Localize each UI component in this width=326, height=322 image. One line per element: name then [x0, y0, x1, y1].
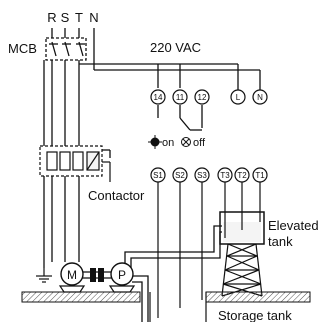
storage-tank-label: Storage tank [218, 308, 292, 322]
terminal-t2: T2 [237, 171, 247, 180]
phase-label-n: N [89, 10, 98, 25]
terminal-n: N [257, 93, 263, 102]
terminal-12: 12 [198, 93, 207, 102]
terminal-l: L [236, 93, 241, 102]
shaft-coupling-2 [98, 268, 104, 282]
terminal-11: 11 [176, 93, 185, 102]
terminal-t3: T3 [220, 171, 230, 180]
indicator-lamp-off-icon [181, 137, 191, 147]
on-label: on [162, 137, 174, 149]
contactor-label: Contactor [88, 188, 145, 203]
terminal-s2: S2 [175, 171, 185, 180]
elevated-tank-label-line2: tank [268, 234, 293, 249]
phase-label-s: S [61, 10, 70, 25]
indicator-lamp-on-icon [148, 135, 162, 149]
elevated-tank [219, 210, 265, 297]
motor-label: M [67, 268, 77, 282]
probe-wires [157, 182, 261, 318]
phase-label-t: T [75, 10, 83, 25]
pump: P [108, 262, 136, 293]
motor: M [58, 262, 86, 293]
phase-label-r: R [47, 10, 56, 25]
off-label: off [193, 137, 206, 149]
shaft-coupling [90, 268, 96, 282]
relay-terminals: 14 11 12 L N [150, 89, 268, 105]
supply-voltage-label: 220 VAC [150, 40, 201, 55]
terminal-14: 14 [154, 93, 163, 102]
ground-icon [36, 268, 52, 283]
pump-label: P [118, 268, 126, 282]
sensor-terminals: S1 S2 S3 T3 T2 T1 [150, 167, 268, 183]
terminal-s1: S1 [153, 171, 163, 180]
ground-slab [21, 291, 311, 322]
terminal-t1: T1 [255, 171, 265, 180]
mcb-label: MCB [8, 41, 37, 56]
tank-tower [221, 243, 263, 297]
contactor-block [39, 145, 103, 177]
elevated-tank-label-line1: Elevated [268, 218, 319, 233]
terminal-s3: S3 [197, 171, 207, 180]
